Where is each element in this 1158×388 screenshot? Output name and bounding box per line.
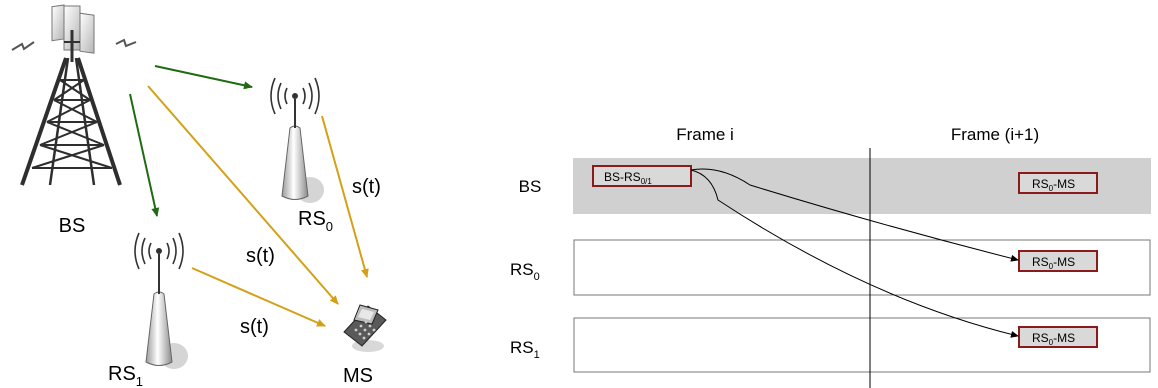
signal-label-rs1: s(t) [240, 316, 269, 338]
svg-text:RS0-MS: RS0-MS [1032, 177, 1075, 193]
svg-text:RS0-MS: RS0-MS [1032, 255, 1075, 271]
bs-to-rs1-arrow [129, 93, 160, 217]
bs-to-rs0-slot-arrow [690, 168, 1019, 262]
signal-label-rs0: s(t) [352, 176, 381, 198]
rs0-ms-slot: RS0-MS [1018, 250, 1098, 272]
svg-text:BS-RS0/1: BS-RS0/1 [604, 170, 652, 186]
base-station-tower-icon [11, 4, 137, 186]
ms-label: MS [343, 365, 373, 387]
mobile-phone-icon [343, 304, 387, 352]
signal-label-bs: s(t) [246, 245, 275, 267]
relay-station-1-icon [134, 232, 188, 369]
rs0-to-ms-arrow [321, 115, 369, 278]
bs-to-ms-arrow [147, 85, 339, 305]
bs-ms-slot: RS0-MS [1018, 172, 1098, 194]
bs-relay-slot: BS-RS0/1 [592, 165, 692, 187]
row-label-bs: BS [519, 177, 542, 196]
rs1-label: RS1 [108, 363, 143, 388]
row-label-rs0: RS0 [510, 260, 540, 283]
frame-i-label: Frame i [676, 125, 734, 144]
row-label-rs1: RS1 [510, 338, 540, 361]
bs-label: BS [59, 215, 86, 237]
bs-to-rs1-slot-arrow [690, 169, 1019, 338]
rs1-to-ms-arrow [191, 267, 326, 327]
frame-next-label: Frame (i+1) [951, 125, 1039, 144]
rs0-label: RS0 [298, 208, 333, 234]
rs1-ms-slot: RS0-MS [1018, 326, 1098, 348]
svg-text:RS0-MS: RS0-MS [1032, 331, 1075, 347]
relay-station-0-icon [270, 77, 324, 203]
bs-to-rs0-arrow [154, 65, 253, 90]
